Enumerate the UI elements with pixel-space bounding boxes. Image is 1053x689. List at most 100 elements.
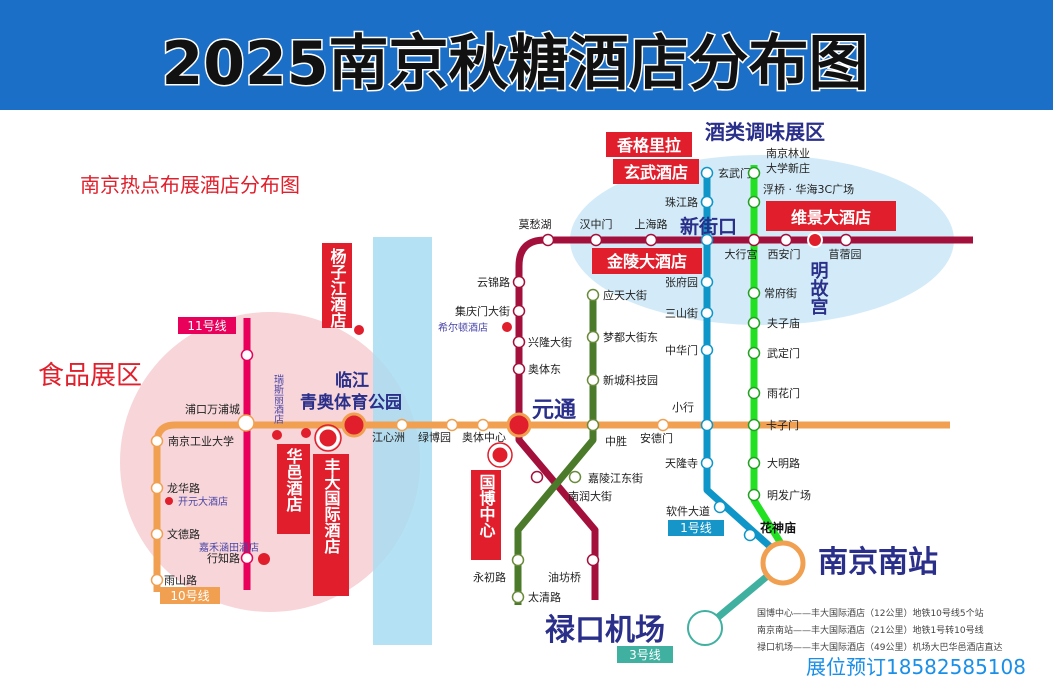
station-marker[interactable] xyxy=(700,166,714,180)
station-marker[interactable] xyxy=(700,195,714,209)
svg-text:11号线: 11号线 xyxy=(187,319,226,333)
hotel-jinling[interactable]: 金陵大酒店 xyxy=(592,248,702,274)
station-label: 汉中门 xyxy=(580,217,613,231)
station-label: 永初路 xyxy=(473,570,506,584)
station-marker[interactable] xyxy=(240,551,254,565)
hotel-yangzijiang[interactable]: 杨子江酒店 xyxy=(322,243,364,335)
station-label: 大行宫 xyxy=(725,247,758,261)
route-note: 禄口机场——丰大国际酒店（49公里）机场大巴华邑酒店直达 xyxy=(757,641,1002,653)
hotel-kaiyuan[interactable]: 开元大酒店 xyxy=(165,495,228,508)
station-marker[interactable] xyxy=(395,418,409,432)
station-marker[interactable] xyxy=(713,500,727,514)
station-marker[interactable] xyxy=(700,306,714,320)
station-marker[interactable] xyxy=(240,348,254,362)
station-marker[interactable] xyxy=(512,275,526,289)
river xyxy=(373,237,432,645)
station-marker[interactable] xyxy=(586,288,600,302)
station-label: 大明路 xyxy=(767,456,800,470)
station-marker[interactable] xyxy=(586,330,600,344)
station-marker[interactable] xyxy=(512,304,526,318)
lukou-airport-station[interactable] xyxy=(687,610,723,646)
station-marker[interactable] xyxy=(530,470,544,484)
station-marker[interactable] xyxy=(747,316,761,330)
station-label: 南京工业大学 xyxy=(168,434,234,448)
station-marker[interactable] xyxy=(700,275,714,289)
svg-text:金陵大酒店: 金陵大酒店 xyxy=(606,252,687,271)
xinjiekou-label: 新街口 xyxy=(680,215,737,238)
station-marker[interactable] xyxy=(512,362,526,376)
station-marker[interactable] xyxy=(656,418,670,432)
station-marker[interactable] xyxy=(700,456,714,470)
hotel-jiahe[interactable]: 嘉禾涵田酒店 xyxy=(199,541,270,565)
station-marker[interactable] xyxy=(644,233,658,247)
station-label: 中华门 xyxy=(665,343,698,357)
station-marker[interactable] xyxy=(747,456,761,470)
station-marker[interactable] xyxy=(747,386,761,400)
hotel-shangri-la[interactable]: 香格里拉 xyxy=(606,132,692,157)
hotel-hilton[interactable]: 希尔顿酒店 xyxy=(438,321,512,334)
station-label: 油坊桥 xyxy=(548,570,581,584)
station-marker[interactable] xyxy=(150,434,164,448)
station-marker[interactable] xyxy=(568,470,582,484)
station-marker[interactable] xyxy=(237,414,255,432)
station-label: 武定门 xyxy=(767,346,800,360)
linjiang-station[interactable] xyxy=(341,412,367,438)
svg-text:嘉禾涵田酒店: 嘉禾涵田酒店 xyxy=(199,541,259,554)
svg-text:丰大国际酒店: 丰大国际酒店 xyxy=(322,457,341,555)
hotel-ruisili[interactable]: 瑞斯丽酒店 xyxy=(272,374,284,440)
station-marker[interactable] xyxy=(150,481,164,495)
hotel-huayi[interactable]: 华邑酒店 xyxy=(277,428,311,534)
station-marker[interactable] xyxy=(747,233,761,247)
station-marker[interactable] xyxy=(747,195,761,209)
yuantong-station[interactable] xyxy=(506,412,532,438)
station-marker[interactable] xyxy=(747,418,761,432)
station-marker[interactable] xyxy=(839,233,853,247)
liquor-zone-label: 酒类调味展区 xyxy=(705,120,825,144)
yuantong-label: 元通 xyxy=(532,398,576,423)
station-marker[interactable] xyxy=(445,418,459,432)
station-label: 三山街 xyxy=(665,306,698,320)
station-marker[interactable] xyxy=(747,286,761,300)
station-marker[interactable] xyxy=(747,346,761,360)
station-marker[interactable] xyxy=(700,418,714,432)
station-marker[interactable] xyxy=(511,590,525,604)
station-marker[interactable] xyxy=(476,418,490,432)
station-label: 软件大道 xyxy=(666,504,710,518)
station-label: 莫愁湖 xyxy=(519,218,552,231)
hotel-fengda[interactable]: 丰大国际酒店 xyxy=(313,424,349,596)
station-marker[interactable] xyxy=(511,553,525,567)
hotel-weijing[interactable]: 维景大酒店 xyxy=(766,201,896,231)
station-marker[interactable] xyxy=(700,343,714,357)
guobo-center[interactable]: 国博中心 xyxy=(471,442,513,560)
station-marker[interactable] xyxy=(150,573,164,587)
station-marker[interactable] xyxy=(779,233,793,247)
line-10-badge: 10号线 xyxy=(160,587,220,604)
station-label: 行知路 xyxy=(207,551,240,565)
station-label: 张府园 xyxy=(665,275,698,289)
station-marker[interactable] xyxy=(586,418,600,432)
station-marker[interactable] xyxy=(589,233,603,247)
station-label: 集庆门大街 xyxy=(455,304,510,318)
station-label: 珠江路 xyxy=(665,195,698,209)
station-marker[interactable] xyxy=(747,488,761,502)
booking-phone[interactable]: 展位预订18582585108 xyxy=(806,655,1026,679)
station-label: 玄武门 xyxy=(718,166,751,180)
station-label: 南京林业大学新庄 xyxy=(766,146,810,175)
station-label: 文德路 xyxy=(167,527,200,541)
station-marker[interactable] xyxy=(700,233,714,247)
minggugong-station[interactable] xyxy=(807,232,823,248)
hotel-xuanwu[interactable]: 玄武酒店 xyxy=(613,159,699,184)
station-label: 南润大街 xyxy=(568,489,612,503)
station-marker[interactable] xyxy=(586,373,600,387)
station-marker[interactable] xyxy=(150,527,164,541)
station-marker[interactable] xyxy=(586,553,600,567)
svg-text:香格里拉: 香格里拉 xyxy=(616,136,681,155)
station-marker[interactable] xyxy=(512,335,526,349)
station-marker[interactable] xyxy=(743,528,757,542)
nanjingnan-station[interactable] xyxy=(760,540,806,586)
station-marker[interactable] xyxy=(541,233,555,247)
station-label: 苜蓿园 xyxy=(829,247,862,261)
huashenmiao-label: 花神庙 xyxy=(760,520,796,535)
station-label: 小行 xyxy=(672,401,694,414)
station-marker[interactable] xyxy=(747,166,761,180)
